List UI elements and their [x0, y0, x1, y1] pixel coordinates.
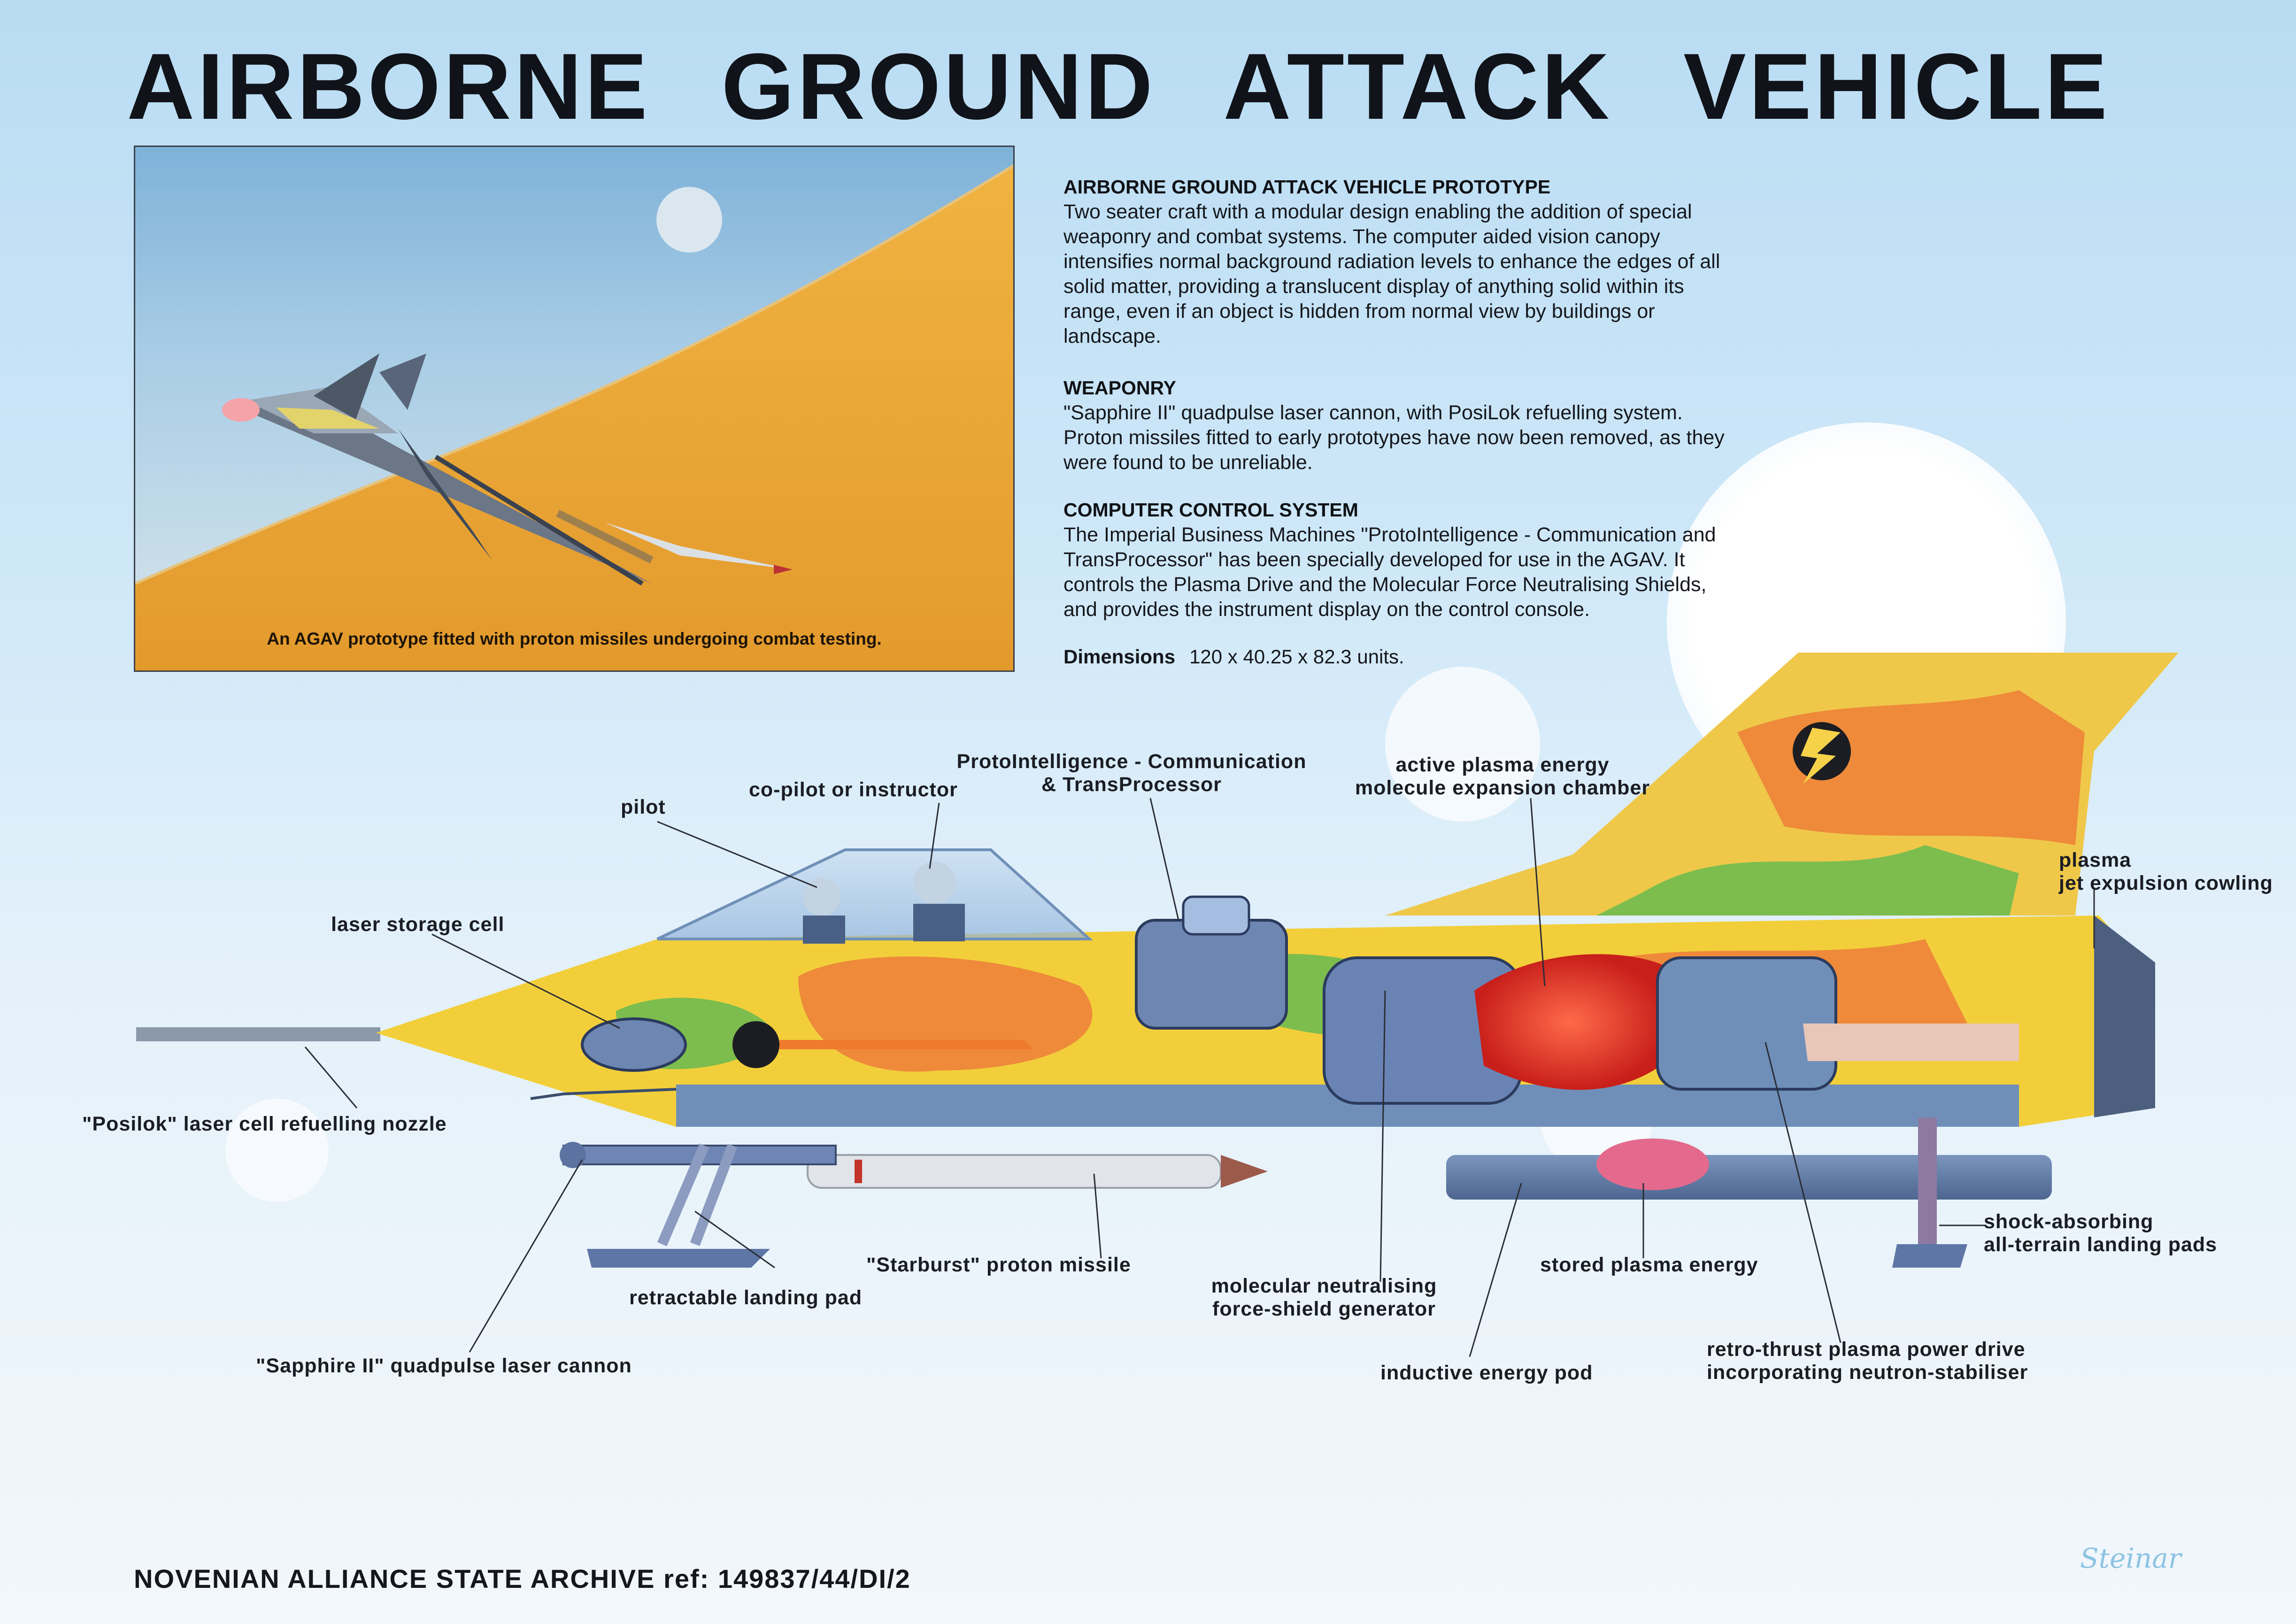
label-sapphire-cannon: "Sapphire II" quadpulse laser cannon — [256, 1355, 632, 1377]
label-line: incorporating neutron-stabiliser — [1707, 1361, 2028, 1384]
label-copilot: co-pilot or instructor — [749, 778, 958, 801]
page-title: AIRBORNE GROUND ATTACK VEHICLE — [127, 34, 2111, 139]
desert-scene: An AGAV prototype fitted with proton mis… — [135, 164, 1013, 670]
label-line: molecular neutralising — [1211, 1275, 1437, 1297]
dimensions-value: 120 x 40.25 x 82.3 units. — [1189, 646, 1404, 668]
section-line: and provides the instrument display on t… — [1063, 598, 1590, 621]
sky-glow — [225, 1099, 329, 1202]
label-line: molecule expansion chamber — [1355, 777, 1650, 799]
label-line: retro-thrust plasma power drive — [1707, 1338, 2026, 1361]
label-stored-plasma: stored plasma energy — [1540, 1254, 1758, 1276]
section-heading: AIRBORNE GROUND ATTACK VEHICLE PROTOTYPE — [1063, 176, 1551, 198]
inductive-energy-pod — [1446, 1155, 2052, 1200]
label-retro-thrust-drive: retro-thrust plasma power drive incorpor… — [1707, 1338, 2028, 1384]
protointelligence-unit — [1135, 919, 1288, 1030]
tail-fin — [1385, 653, 2179, 916]
section-line: The Imperial Business Machines "ProtoInt… — [1063, 523, 1716, 546]
label-energy-pod: inductive energy pod — [1380, 1362, 1593, 1384]
dimensions: Dimensions 120 x 40.25 x 82.3 units. — [1063, 646, 1404, 668]
label-line: active plasma energy — [1395, 754, 1610, 776]
label-line: ProtoIntelligence - Communication — [956, 750, 1307, 773]
section-line: "Sapphire II" quadpulse laser cannon, wi… — [1063, 401, 1683, 424]
insignia — [1793, 722, 1851, 780]
computer-section: COMPUTER CONTROL SYSTEM The Imperial Bus… — [1063, 498, 1782, 622]
label-line: & TransProcessor — [1041, 773, 1222, 796]
sky-glow — [1385, 667, 1540, 822]
prototype-illustration: An AGAV prototype fitted with proton mis… — [134, 146, 1015, 672]
plasma-expansion-chamber — [1474, 954, 1667, 1090]
section-line: TransProcessor" has been specially devel… — [1063, 548, 1685, 571]
prototype-section: AIRBORNE GROUND ATTACK VEHICLE PROTOTYPE… — [1063, 175, 1782, 349]
label-starburst-missile: "Starburst" proton missile — [866, 1254, 1131, 1276]
section-line: were found to be unreliable. — [1063, 451, 1313, 474]
refuelling-nozzle — [136, 1027, 380, 1041]
label-cowling: plasma jet expulsion cowling — [2059, 849, 2273, 895]
label-protointelligence: ProtoIntelligence - Communication & Tran… — [939, 750, 1324, 796]
label-line: plasma — [2059, 849, 2132, 871]
archive-reference: NOVENIAN ALLIANCE STATE ARCHIVE ref: 149… — [134, 1564, 911, 1593]
section-line: solid matter, providing a translucent di… — [1063, 275, 1684, 298]
section-line: landscape. — [1063, 325, 1161, 347]
section-line: Proton missiles fitted to early prototyp… — [1063, 426, 1725, 449]
dimensions-label: Dimensions — [1063, 646, 1176, 668]
label-shock-absorbing-pads: shock-absorbing all-terrain landing pads — [1984, 1210, 2217, 1256]
moon — [656, 187, 722, 253]
shock-absorbing-landing-pad — [1892, 1117, 1967, 1268]
photo-caption: An AGAV prototype fitted with proton mis… — [267, 629, 881, 648]
section-line: weaponry and combat systems. The compute… — [1063, 225, 1660, 248]
label-line: jet expulsion cowling — [2059, 872, 2273, 894]
label-retractable-landing-pad: retractable landing pad — [629, 1286, 863, 1309]
stored-plasma-energy — [1596, 1139, 1709, 1190]
label-laser-storage-cell: laser storage cell — [331, 913, 505, 936]
weaponry-section: WEAPONRY "Sapphire II" quadpulse laser c… — [1063, 376, 1782, 475]
canopy — [656, 848, 1093, 940]
leader-lines — [304, 798, 2095, 1357]
proton-missile — [556, 509, 793, 574]
label-plasma-chamber: active plasma energy molecule expansion … — [1333, 754, 1672, 800]
section-line: Two seater craft with a modular design e… — [1063, 200, 1692, 223]
laser-emitter — [732, 1021, 779, 1068]
agav-craft — [222, 354, 652, 586]
label-shield-generator: molecular neutralising force-shield gene… — [1188, 1275, 1460, 1321]
starburst-missile — [807, 1154, 1268, 1189]
label-posilok-nozzle: "Posilok" laser cell refuelling nozzle — [82, 1113, 447, 1135]
label-line: shock-absorbing — [1984, 1210, 2154, 1233]
sand-dune — [135, 166, 1013, 670]
section-line: range, even if an object is hidden from … — [1063, 300, 1655, 323]
label-line: force-shield generator — [1212, 1298, 1436, 1320]
section-heading: COMPUTER CONTROL SYSTEM — [1063, 499, 1358, 521]
artist-signature: Steinar — [2080, 1542, 2181, 1574]
section-heading: WEAPONRY — [1063, 377, 1176, 399]
section-line: intensifies normal background radiation … — [1063, 250, 1720, 273]
label-pilot: pilot — [621, 796, 666, 818]
section-line: controls the Plasma Drive and the Molecu… — [1063, 573, 1707, 596]
crew — [803, 862, 965, 944]
laser-storage-cell — [581, 1017, 687, 1072]
label-line: all-terrain landing pads — [1984, 1233, 2218, 1256]
retractable-landing-pad — [587, 1143, 770, 1268]
